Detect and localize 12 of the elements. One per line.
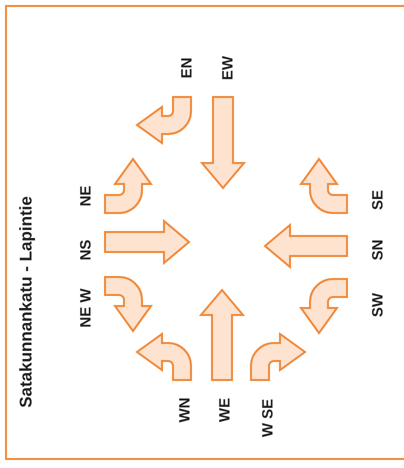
direction-label: NS: [78, 240, 94, 260]
direction-label: W SE: [260, 398, 276, 438]
direction-label: NE W: [78, 288, 94, 328]
direction-label: EN: [180, 58, 194, 78]
direction-label: SE: [370, 190, 386, 210]
direction-label: WE: [218, 398, 232, 422]
diagram-title: Satakunnankatu - Lapintie: [18, 196, 34, 408]
direction-label: WN: [178, 398, 192, 422]
direction-label: EW: [220, 56, 236, 80]
direction-label: SN: [370, 240, 386, 260]
direction-label: NE: [78, 186, 94, 206]
direction-label: SW: [370, 292, 386, 318]
